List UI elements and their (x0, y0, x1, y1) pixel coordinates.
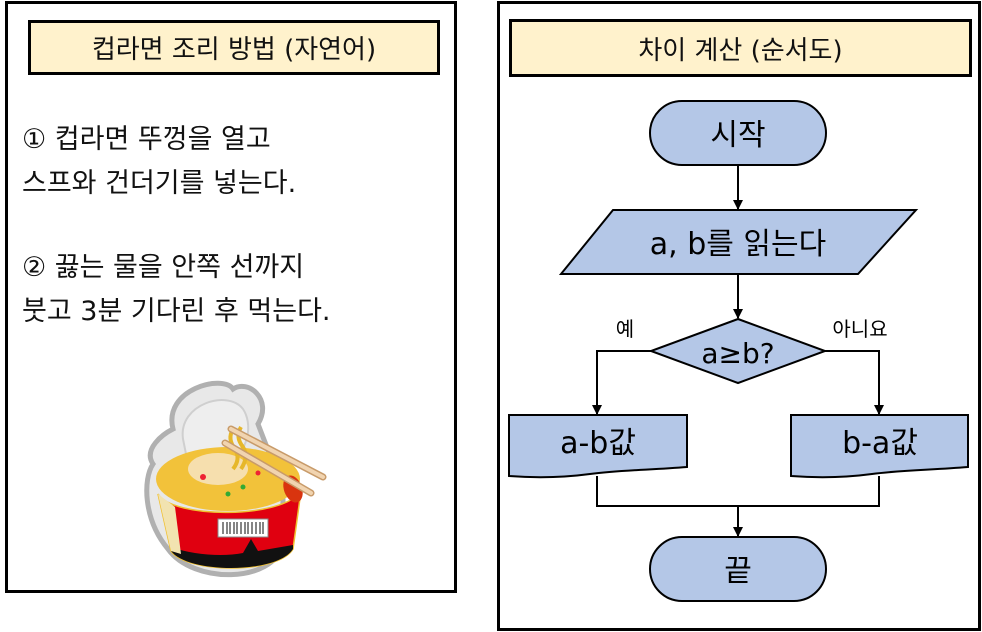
step-line: 스프와 건더기를 넣는다. (22, 168, 297, 199)
merge-line (596, 476, 880, 507)
input-parallelogram (558, 209, 919, 275)
no-label: 아니요 (832, 317, 887, 341)
yes-branch-arrow (592, 350, 651, 415)
end-terminator (649, 536, 827, 602)
panel-title-text: 컵라면 조리 방법 (자연어) (91, 35, 377, 65)
panel-title: 컵라면 조리 방법 (자연어) (28, 20, 440, 75)
step-line: ② 끓는 물을 안쪽 선까지 (22, 252, 305, 283)
yes-output-document (508, 414, 688, 479)
no-branch-arrow (825, 350, 884, 415)
yes-output-label: a-b값 (560, 426, 636, 461)
no-output-label: b-a값 (842, 426, 918, 461)
input-label: a, b를 읽는다 (650, 227, 826, 262)
panel-title: 차이 계산 (순서도) (509, 19, 972, 77)
no-output-document (790, 414, 969, 479)
yes-label: 예 (616, 317, 634, 341)
recipe-step-1: ① 컵라면 뚜껑을 열고 스프와 건더기를 넣는다. (22, 118, 331, 206)
natural-language-panel: 컵라면 조리 방법 (자연어) ① 컵라면 뚜껑을 열고 스프와 건더기를 넣는… (5, 1, 457, 593)
recipe-steps: ① 컵라면 뚜껑을 열고 스프와 건더기를 넣는다. ② 끓는 물을 안쪽 선까… (22, 118, 331, 374)
cup-noodle-icon (144, 380, 327, 578)
step-line: 붓고 3분 기다린 후 먹는다. (22, 296, 331, 327)
chopsticks-icon (221, 425, 327, 497)
step-line: ① 컵라면 뚜껑을 열고 (22, 124, 271, 155)
decision-label: a≥b? (701, 337, 774, 370)
panel-title-text: 차이 계산 (순서도) (638, 35, 843, 66)
decision-diamond (648, 317, 828, 385)
recipe-step-2: ② 끓는 물을 안쪽 선까지 붓고 3분 기다린 후 먹는다. (22, 246, 331, 334)
end-label: 끝 (724, 554, 752, 589)
start-label: 시작 (710, 118, 765, 153)
